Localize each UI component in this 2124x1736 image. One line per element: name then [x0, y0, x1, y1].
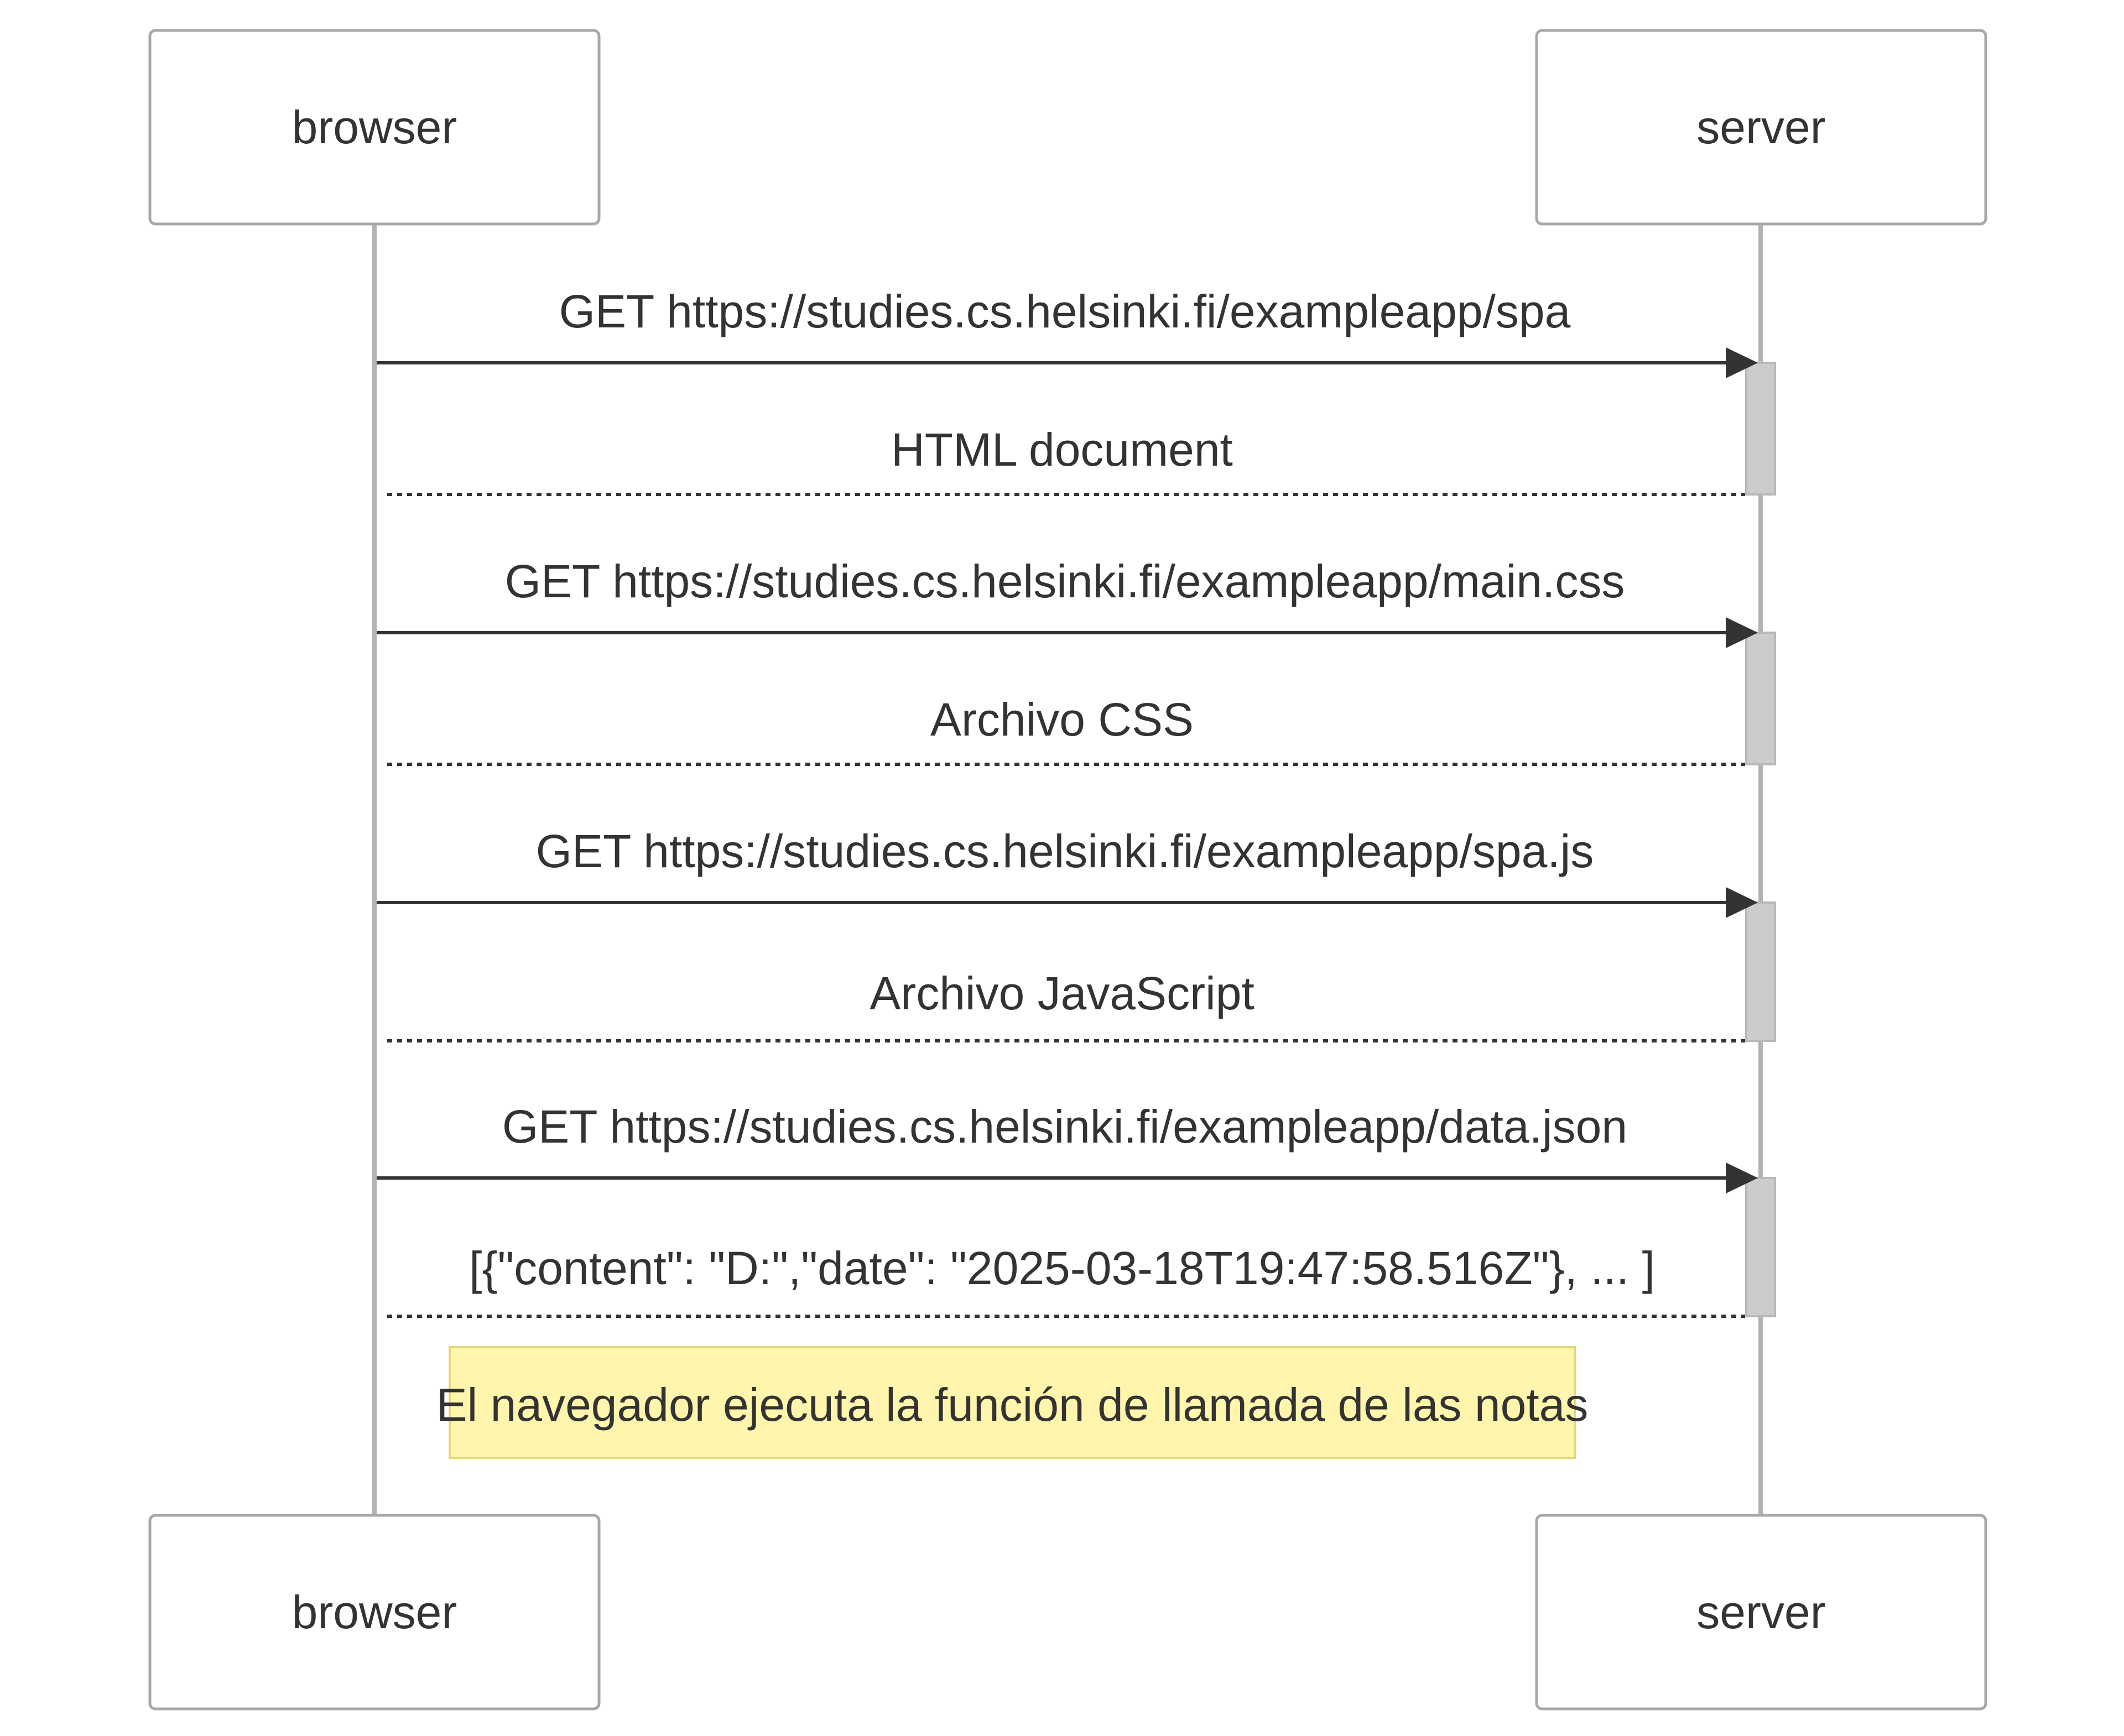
actor-server-top: server [1535, 29, 1987, 226]
message-get-data-json: GET https://studies.cs.helsinki.fi/examp… [377, 1101, 1758, 1193]
server-activation-2 [1745, 632, 1776, 765]
message-json-response: [{"content": "D:","date": "2025-03-18T19… [387, 1242, 1745, 1318]
message-get-spa-label: GET https://studies.cs.helsinki.fi/examp… [559, 285, 1571, 337]
message-archivo-javascript-label: Archivo JavaScript [870, 967, 1254, 1019]
arrow-head [1726, 347, 1758, 378]
note-box [449, 1346, 1576, 1459]
note: El navegador ejecuta la función de llama… [436, 1346, 1589, 1459]
server-activation-1 [1745, 362, 1776, 496]
actor-browser-top: browser [148, 29, 601, 226]
actor-browser-bottom-label: browser [292, 1586, 457, 1638]
server-activation-4 [1745, 1177, 1776, 1317]
actor-server-bottom-label: server [1696, 1586, 1825, 1638]
server-activation-3 [1745, 901, 1776, 1042]
arrow-head [1726, 617, 1758, 648]
message-archivo-css-label: Archivo CSS [930, 694, 1194, 746]
actor-browser-bottom: browser [148, 1514, 601, 1711]
message-get-spa-js: GET https://studies.cs.helsinki.fi/examp… [377, 825, 1758, 918]
message-archivo-css: Archivo CSS [387, 694, 1745, 766]
message-get-data-json-label: GET https://studies.cs.helsinki.fi/examp… [502, 1101, 1627, 1153]
message-get-spa-js-label: GET https://studies.cs.helsinki.fi/examp… [536, 825, 1594, 877]
arrow-head [1726, 887, 1758, 918]
message-get-main-css: GET https://studies.cs.helsinki.fi/examp… [377, 555, 1758, 648]
message-json-response-label: [{"content": "D:","date": "2025-03-18T19… [469, 1242, 1655, 1294]
message-html-document-label: HTML document [891, 424, 1233, 476]
actor-server-top-label: server [1696, 101, 1825, 153]
actor-server-bottom: server [1535, 1514, 1987, 1711]
message-archivo-javascript: Archivo JavaScript [387, 967, 1745, 1042]
note-text: El navegador ejecuta la función de llama… [436, 1379, 1589, 1431]
arrow-head [1726, 1162, 1758, 1193]
message-get-spa: GET https://studies.cs.helsinki.fi/examp… [377, 285, 1758, 378]
message-get-main-css-label: GET https://studies.cs.helsinki.fi/examp… [505, 555, 1625, 607]
message-html-document: HTML document [387, 424, 1745, 496]
actor-browser-top-label: browser [292, 101, 457, 153]
